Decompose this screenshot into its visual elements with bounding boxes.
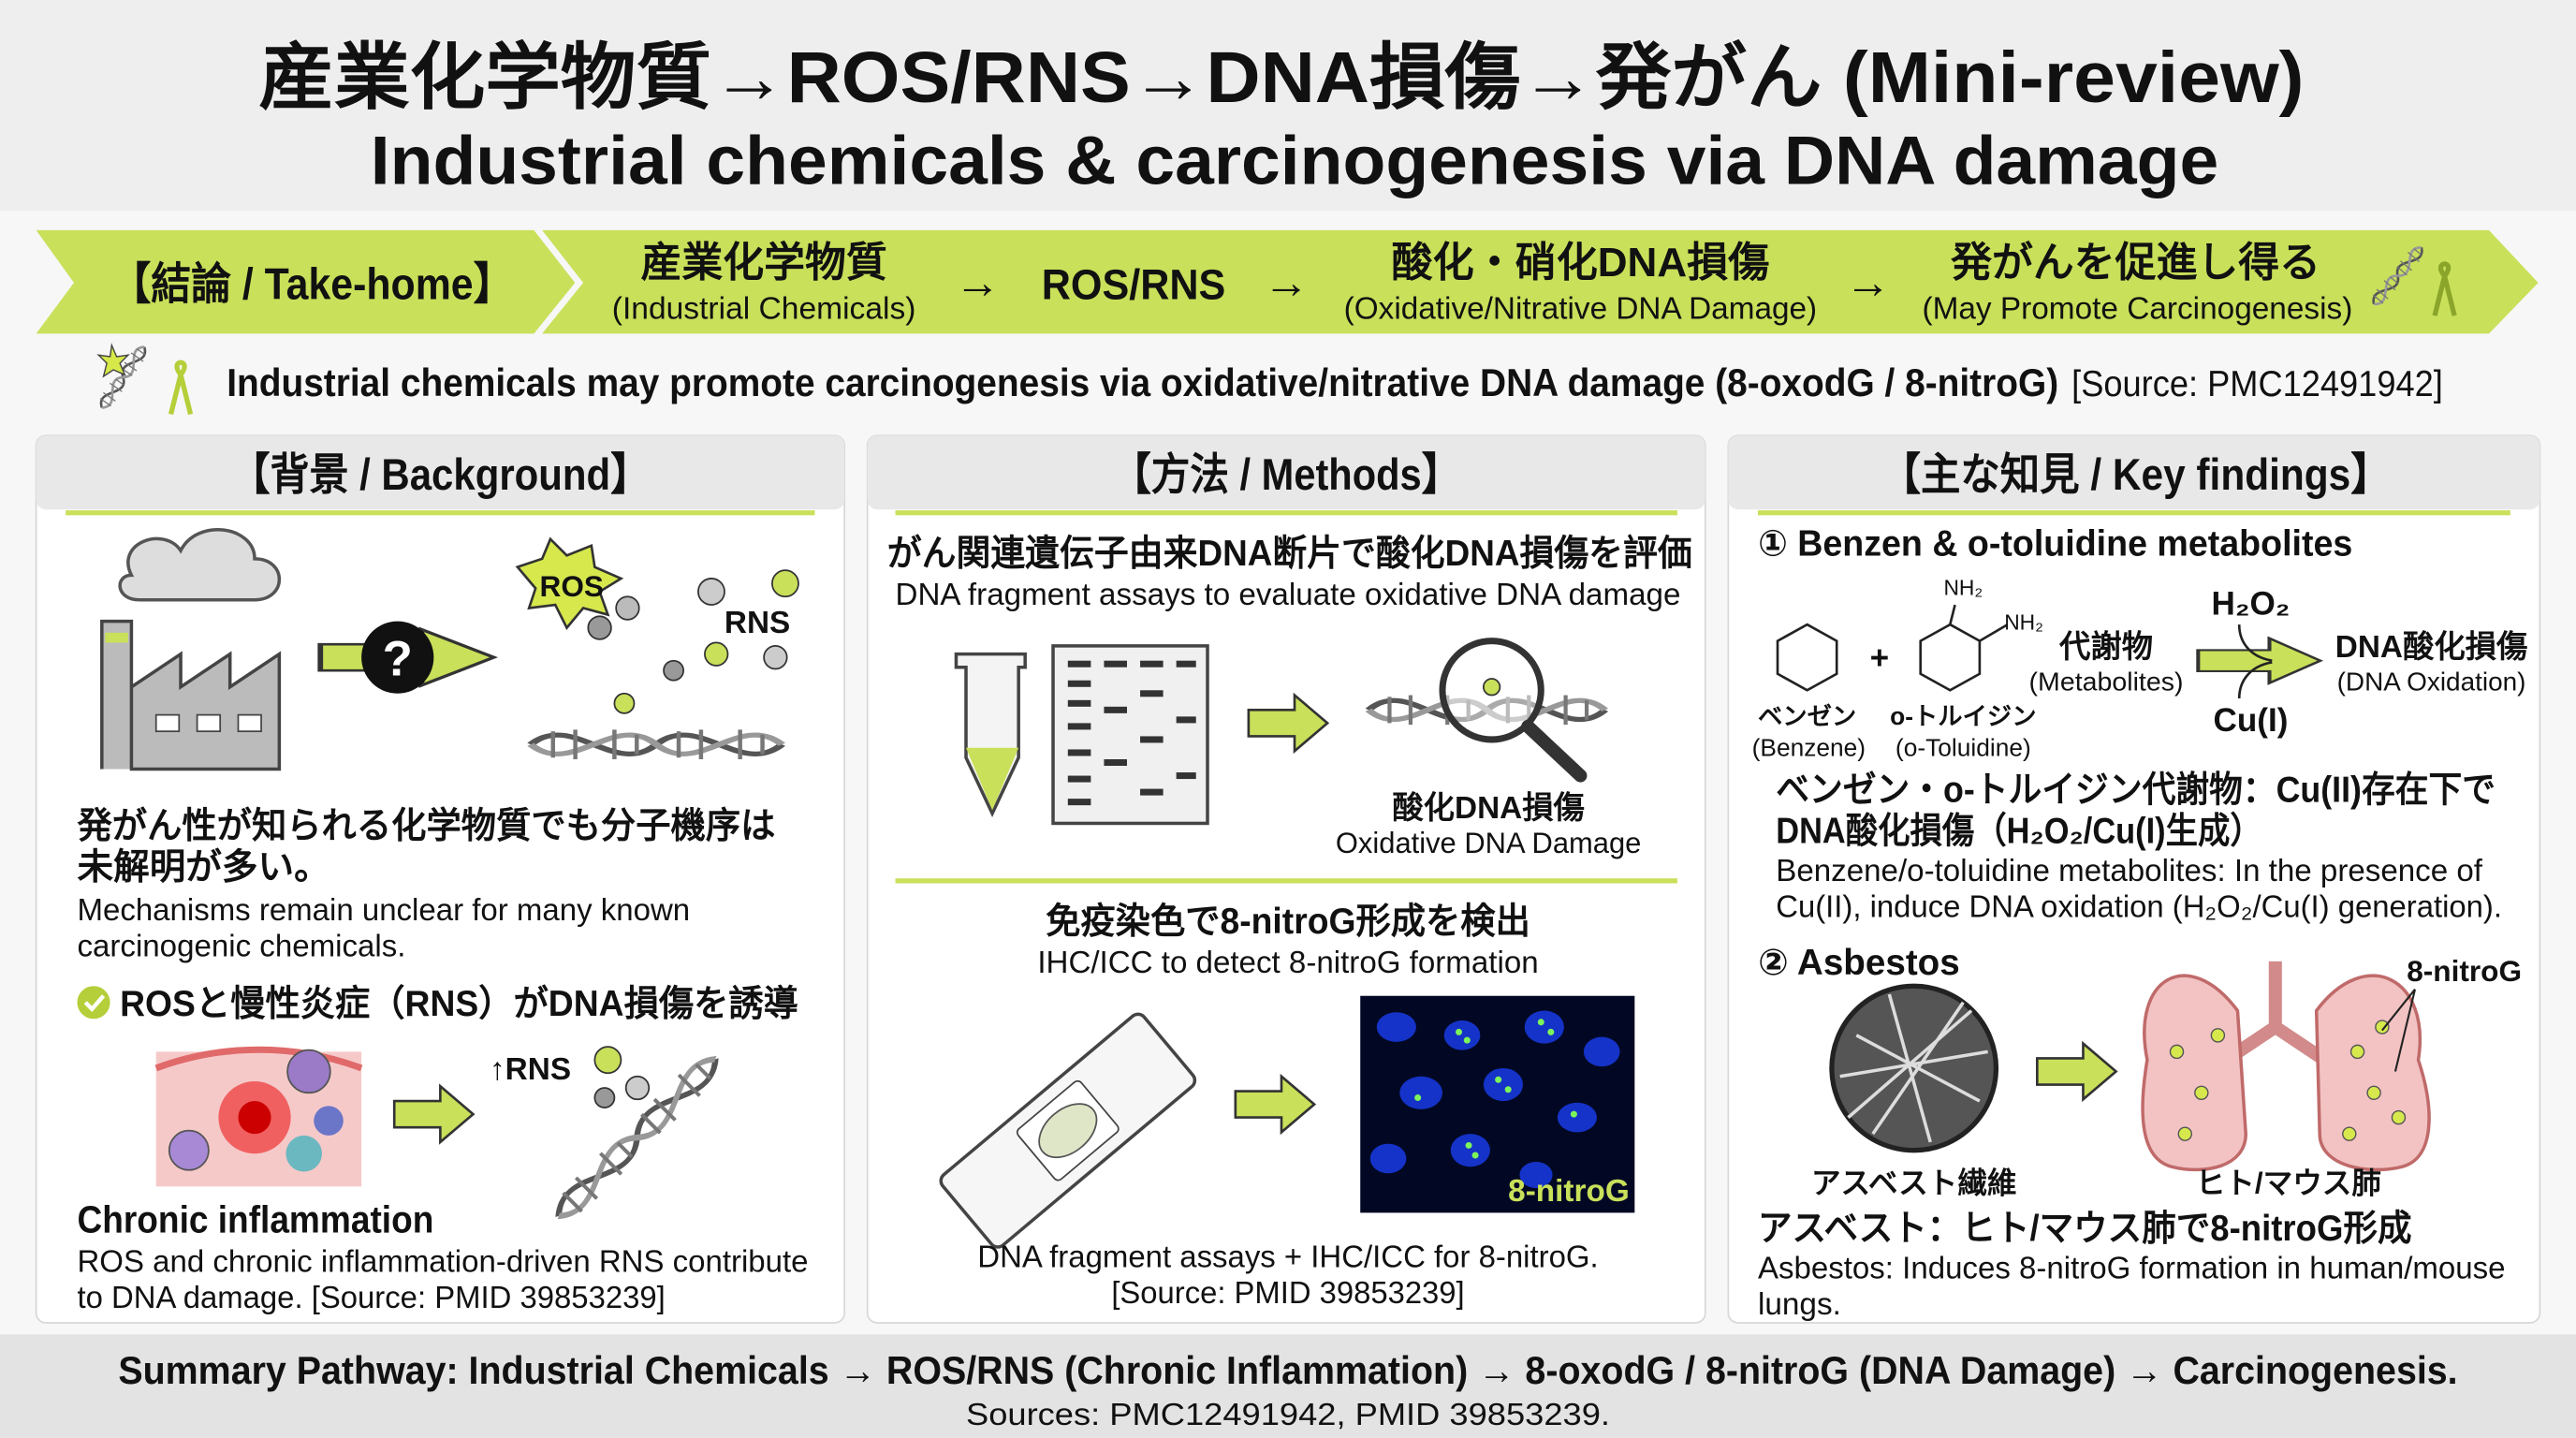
- ros-label: ROS: [540, 569, 604, 603]
- summary-source: [Source: PMC12491942]: [2071, 364, 2443, 404]
- summary-text: Industrial chemicals may promote carcino…: [227, 360, 2058, 404]
- lung-illustration: [2141, 961, 2431, 1172]
- finding-2-en-1: Asbestos: Induces 8-nitroG formation in …: [1758, 1252, 2506, 1286]
- molecule-dots: [587, 569, 799, 714]
- takehome-banner: 【結論 / Take-home】 産業化学物質 (Industrial Chem…: [36, 229, 2539, 334]
- methods-en-2: IHC/ICC to detect 8-nitroG formation: [1037, 946, 1538, 980]
- background-jp-2: 未解明が多い。: [77, 847, 329, 888]
- footer-pathway: Summary Pathway: Industrial Chemicals → …: [118, 1348, 2457, 1392]
- takehome-chevron: [36, 229, 576, 334]
- step-damage-jp: 酸化・硝化DNA損傷: [1392, 240, 1770, 286]
- methods-jp-2: 免疫染色で8-nitroG形成を検出: [1046, 902, 1530, 942]
- cu-label: Cu(I): [2214, 702, 2289, 739]
- rns-label: RNS: [724, 606, 790, 640]
- arrow-icon: →: [1264, 257, 1310, 308]
- benzene-structure: [1776, 604, 2009, 692]
- chronic-en-1: ROS and chronic inflammation-driven RNS …: [77, 1245, 808, 1280]
- title-jp: 産業化学物質→ROS/RNS→DNA損傷→発がん (Mini-review): [258, 37, 2304, 118]
- ros-burst: [515, 536, 624, 630]
- finding-1-en-2: Cu(II), induce DNA oxidation (H₂O₂/Cu(I)…: [1776, 889, 2502, 924]
- takehome-label: 【結論 / Take-home】: [110, 260, 513, 310]
- panel-methods: 【方法 / Methods】 がん関連遺伝子由来DNA断片で酸化DNA損傷を評価…: [866, 434, 1706, 1324]
- methods-header: 【方法 / Methods】: [1112, 450, 1460, 500]
- background-check: ROSと慢性炎症（RNS）がDNA損傷を誘導: [120, 984, 798, 1024]
- oxidative-jp: 酸化DNA損傷: [1392, 791, 1585, 826]
- title-band: [0, 0, 2576, 211]
- methods-jp-1: がん関連遺伝子由来DNA断片で酸化DNA損傷を評価: [887, 534, 1692, 574]
- pathway-chevron: [542, 229, 2539, 334]
- step-damage-en: (Oxidative/Nitrative DNA Damage): [1344, 292, 1817, 327]
- star-icon: [96, 343, 130, 378]
- footer-band: [0, 1334, 2576, 1438]
- benzene-en: (Benzene): [1752, 733, 1866, 761]
- oxidative-en: Oxidative DNA Damage: [1336, 826, 1641, 859]
- step-cancer-jp: 発がんを促進し得る: [1950, 240, 2320, 286]
- asbestos-fiber-label: アスベスト繊維: [1811, 1166, 2016, 1199]
- test-tube-icon: [954, 652, 1027, 818]
- nitrog-label: 8-nitroG: [2407, 954, 2522, 988]
- gel-icon: [1051, 644, 1209, 826]
- rns-up-label: ↑RNS: [490, 1052, 571, 1087]
- h2o2-label: H₂O₂: [2212, 586, 2291, 623]
- background-jp-1: 発がん性が知られる化学物質でも分子機序は: [77, 806, 775, 846]
- check-icon: [77, 986, 110, 1020]
- dna-oxidation-en: (DNA Oxidation): [2337, 667, 2526, 696]
- fluor-label: 8-nitroG: [1508, 1174, 1630, 1209]
- fluorescence-image: 8-nitroG: [1360, 995, 1635, 1213]
- methods-foot-1: DNA fragment assays + IHC/ICC for 8-nitr…: [977, 1240, 1598, 1274]
- background-en-2: carcinogenic chemicals.: [77, 930, 405, 964]
- finding-1-jp-2: DNA酸化損傷（H₂O₂/Cu(I)生成）: [1776, 812, 2262, 852]
- question-mark: ?: [383, 631, 413, 686]
- methods-foot-2: [Source: PMID 39853239]: [1111, 1276, 1464, 1311]
- step-chemicals-jp: 産業化学物質: [641, 240, 887, 286]
- nh2-label: NH₂: [2004, 609, 2043, 634]
- step-rosrns: ROS/RNS: [1042, 261, 1226, 309]
- lung-label: ヒト/マウス肺: [2196, 1166, 2381, 1199]
- panel-findings: 【主な知見 / Key findings】 ① Benzen & o-tolui…: [1727, 434, 2541, 1324]
- finding-2-title: ② Asbestos: [1758, 943, 1960, 983]
- footer-sources: Sources: PMC12491942, PMID 39853239.: [966, 1398, 1610, 1432]
- metabolites-en: (Metabolites): [2029, 667, 2184, 696]
- metabolites-jp: 代謝物: [2058, 630, 2153, 665]
- question-icon: [361, 621, 434, 694]
- findings-header: 【主な知見 / Key findings】: [1881, 450, 2391, 500]
- chronic-en-2: to DNA damage. [Source: PMID 39853239]: [77, 1281, 665, 1315]
- title-en: Industrial chemicals & carcinogenesis vi…: [371, 122, 2218, 199]
- inflammation-illustration: [154, 1046, 363, 1187]
- slide-icon: [939, 1012, 1197, 1249]
- methods-en-1: DNA fragment assays to evaluate oxidativ…: [896, 578, 1681, 612]
- toluidine-en: (o-Toluidine): [1895, 733, 2031, 761]
- background-header: 【背景 / Background】: [231, 450, 651, 500]
- nh2-label: NH₂: [1943, 575, 1983, 599]
- step-cancer-en: (May Promote Carcinogenesis): [1922, 292, 2352, 327]
- dna-oxidation-jp: DNA酸化損傷: [2335, 630, 2528, 665]
- asbestos-fiber-image: [1829, 983, 1999, 1153]
- summary-line: Industrial chemicals may promote carcino…: [227, 360, 2443, 404]
- finding-2-en-2: lungs.: [1758, 1287, 1841, 1322]
- arrow-icon: →: [955, 257, 1001, 308]
- plus-sign: +: [1870, 639, 1889, 676]
- finding-2-jp: アスベスト：ヒト/マウス肺で8-nitroG形成: [1758, 1209, 2412, 1249]
- panel-background: 【背景 / Background】 ? ROS RNS 発がん性が知られる化学物…: [35, 434, 845, 1324]
- finding-1-jp-1: ベンゼン・o-トルイジン代謝物：Cu(II)存在下で: [1776, 770, 2496, 811]
- benzene-jp: ベンゼン: [1758, 702, 1856, 730]
- chronic-title: Chronic inflammation: [77, 1197, 433, 1240]
- finding-1-title: ① Benzen & o-toluidine metabolites: [1758, 523, 2352, 564]
- ribbon-icon: [168, 360, 194, 416]
- toluidine-jp: o-トルイジン: [1890, 702, 2036, 730]
- factory-icon: [100, 528, 282, 771]
- magnifier-icon: [1439, 638, 1588, 783]
- finding-1-en-1: Benzene/o-toluidine metabolites: In the …: [1776, 854, 2482, 888]
- ribbon-icon: [2432, 261, 2457, 316]
- arrow-icon: →: [1845, 257, 1891, 308]
- step-chemicals-en: (Industrial Chemicals): [612, 292, 916, 327]
- background-en-1: Mechanisms remain unclear for many known: [77, 893, 690, 928]
